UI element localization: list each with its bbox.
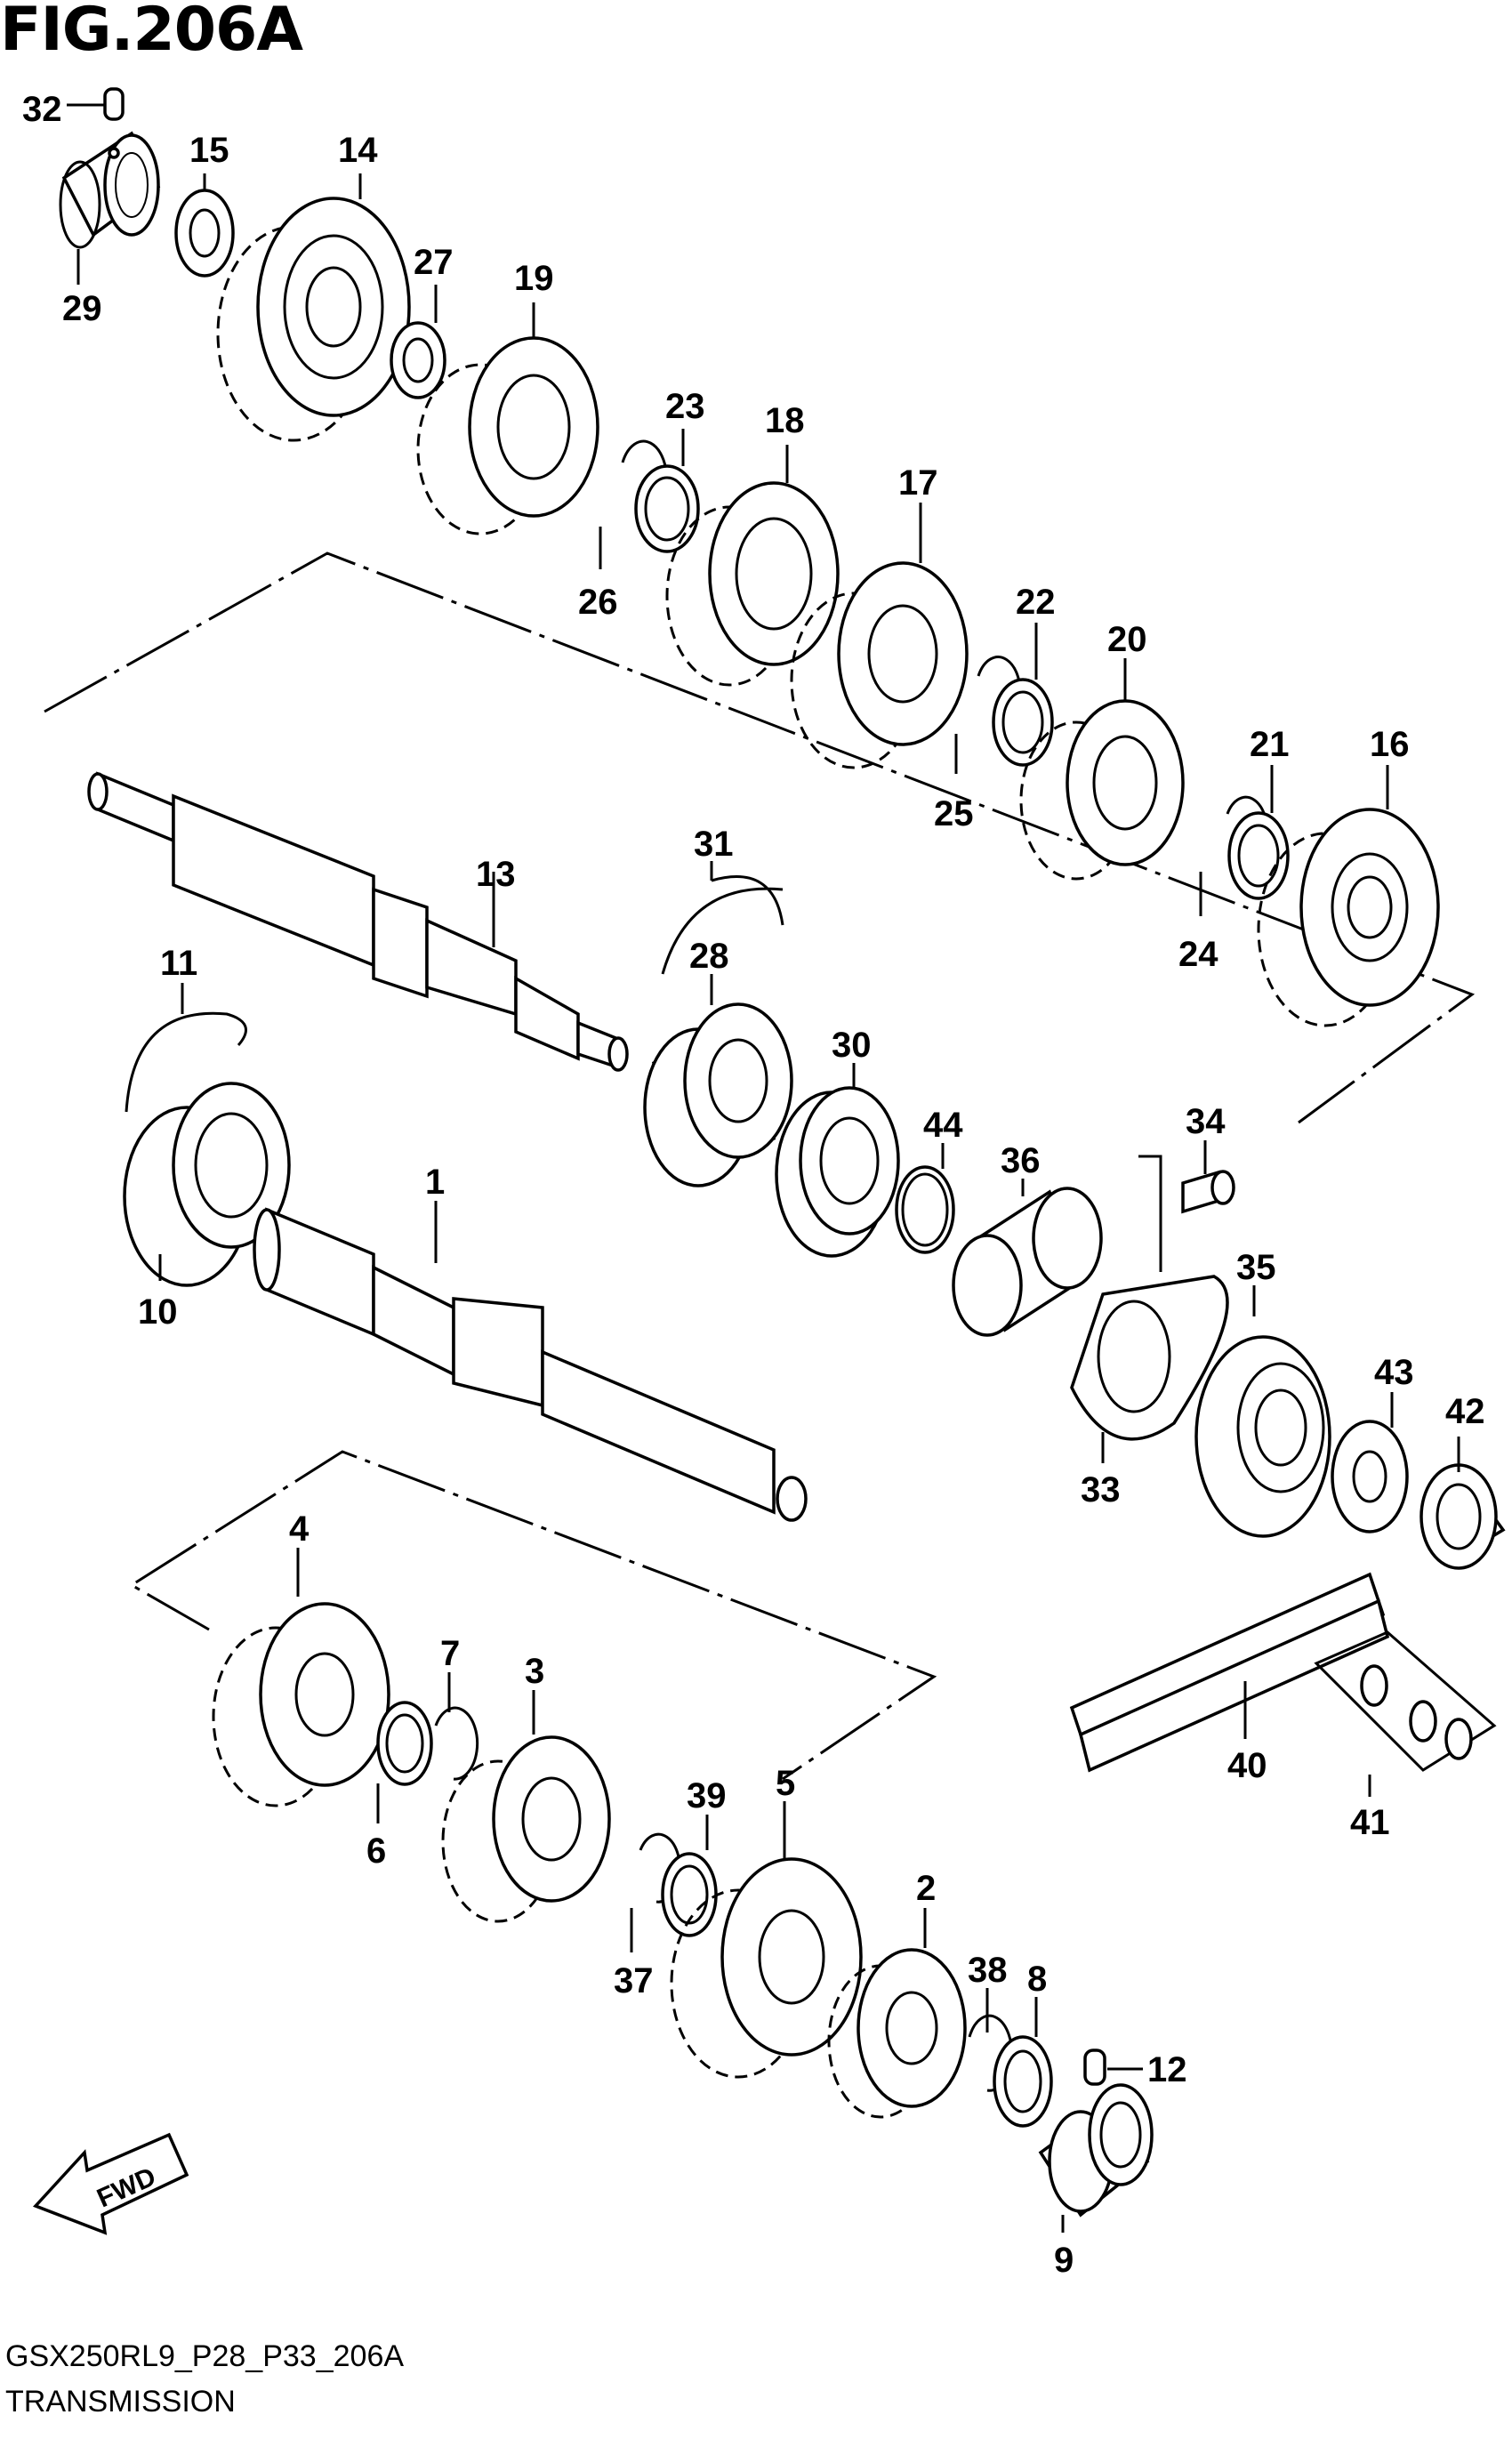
callout-24: 24 [1178, 935, 1218, 974]
callout-35: 35 [1236, 1248, 1276, 1287]
callout-31: 31 [694, 825, 734, 864]
callout-20: 20 [1107, 620, 1147, 659]
part-41-chain-joint [1314, 1630, 1497, 1797]
part-39-washer [661, 1815, 718, 1937]
part-29-needle-bearing [59, 131, 161, 285]
part-11-circlip [125, 983, 247, 1113]
part-10-bearing [123, 1082, 291, 1287]
part-43-washer [1331, 1392, 1409, 1533]
part-9-needle-bearing [1038, 2083, 1154, 2233]
callout-14: 14 [338, 131, 378, 170]
part-42-nut [1420, 1437, 1506, 1570]
part-32-pin [67, 87, 125, 121]
callout-15: 15 [189, 131, 229, 170]
callout-labels: 32 15 14 29 27 19 23 18 26 17 22 20 25 2… [22, 90, 1485, 2280]
part-14-gear [216, 173, 411, 442]
callout-44: 44 [923, 1106, 963, 1145]
part-36-spacer [952, 1179, 1103, 1337]
part-2-gear [827, 1908, 967, 2119]
callout-8: 8 [1027, 1960, 1047, 1999]
callout-19: 19 [514, 259, 554, 298]
model-code: GSX250RL9_P28_P33_206A [5, 2339, 405, 2373]
callout-42: 42 [1445, 1392, 1485, 1431]
callout-6: 6 [366, 1831, 386, 1871]
fwd-direction-arrow: FWD [32, 2132, 189, 2235]
part-21-washer [1227, 765, 1290, 900]
part-5-gear [670, 1801, 863, 2079]
part-1-driveshaft [253, 1201, 808, 1522]
callout-33: 33 [1081, 1470, 1121, 1509]
section-caption: TRANSMISSION [5, 2385, 236, 2419]
part-30-oil-seal [775, 1063, 900, 1258]
part-6-washer [376, 1701, 433, 1823]
callout-18: 18 [765, 401, 805, 440]
part-28-bearing [643, 974, 793, 1187]
part-3-gear [441, 1690, 611, 1923]
callout-34: 34 [1186, 1102, 1226, 1141]
callout-16: 16 [1370, 725, 1410, 764]
part-33-lock-plate [1070, 1275, 1229, 1463]
callout-30: 30 [832, 1026, 872, 1065]
callout-36: 36 [1001, 1141, 1041, 1180]
part-15-washer [174, 173, 235, 278]
part-44-o-ring [895, 1143, 955, 1254]
callout-12: 12 [1147, 2050, 1187, 2089]
part-20-gear [1019, 658, 1185, 881]
part-22-washer [992, 623, 1054, 767]
part-34-bolt [1138, 1140, 1235, 1272]
part-16-gear [1257, 765, 1440, 1027]
part-8-washer [993, 1997, 1053, 2128]
callout-13: 13 [476, 855, 516, 894]
part-19-gear [416, 302, 599, 535]
part-23-washer [634, 429, 700, 553]
part-7-circlip [434, 1672, 479, 1781]
callout-4: 4 [289, 1509, 310, 1549]
callout-2: 2 [916, 1869, 936, 1908]
part-27-washer [390, 285, 446, 399]
callout-9: 9 [1054, 2241, 1074, 2280]
callout-3: 3 [525, 1652, 544, 1691]
callout-43: 43 [1374, 1353, 1414, 1392]
countershaft-group-outline [44, 551, 1476, 1124]
callout-5: 5 [776, 1764, 795, 1803]
part-4-gear [212, 1548, 390, 1807]
part-17-gear [790, 503, 969, 769]
figure-title: FIG.206A [0, 0, 303, 65]
callout-39: 39 [687, 1776, 727, 1815]
callout-29: 29 [62, 289, 102, 328]
callout-25: 25 [934, 794, 974, 833]
callout-38: 38 [968, 1951, 1008, 1990]
part-31-circlip [661, 861, 784, 975]
part-13-countershaft [87, 771, 629, 1072]
callout-23: 23 [665, 387, 705, 426]
callout-32: 32 [22, 90, 62, 129]
callout-21: 21 [1250, 725, 1290, 764]
callout-1: 1 [425, 1163, 445, 1202]
part-18-gear [665, 445, 840, 687]
callout-10: 10 [138, 1292, 178, 1332]
driveshaft-group-outline [129, 1450, 937, 1781]
part-35-sprocket [1194, 1285, 1331, 1538]
part-40-drive-chain [1069, 1572, 1390, 1773]
callout-37: 37 [614, 1961, 654, 2000]
callout-27: 27 [414, 243, 454, 282]
callout-17: 17 [898, 463, 938, 503]
callout-41: 41 [1350, 1803, 1390, 1842]
callout-40: 40 [1227, 1746, 1267, 1785]
callout-7: 7 [440, 1634, 460, 1673]
callout-11: 11 [160, 944, 197, 983]
callout-22: 22 [1016, 583, 1056, 622]
part-12-pin [1083, 2049, 1143, 2086]
callout-28: 28 [689, 937, 729, 976]
callout-26: 26 [578, 583, 618, 622]
